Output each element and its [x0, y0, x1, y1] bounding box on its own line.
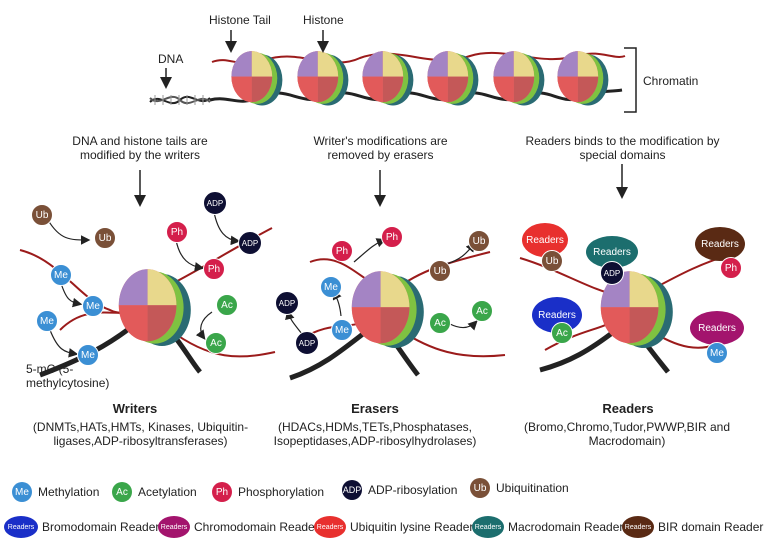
legend-bromodomain: Readers Bromodomain Reader [4, 516, 159, 538]
erasers-me-after: Me [320, 276, 342, 298]
ph-icon: Ph [212, 482, 232, 502]
erasers-ph-before: Ph [331, 240, 353, 262]
erasers-ac-after: Ac [471, 300, 493, 322]
legend-bir-label: BIR domain Reader [658, 520, 764, 534]
readers-chromodomain-oval: Readers [690, 311, 744, 345]
erasers-ph-after: Ph [381, 226, 403, 248]
erasers-ac-before: Ac [429, 312, 451, 334]
legend-acetylation: Ac Acetylation [112, 482, 197, 502]
erasers-adp-before: ADP [295, 331, 319, 355]
legend-adp-label: ADP-ribosylation [368, 483, 458, 497]
readers-me-mark: Me [706, 342, 728, 364]
erasers-desc: (HDACs,HDMs,TETs,Phosphatases, Isopeptid… [273, 420, 477, 448]
readers-caption: Readers binds to the modification by spe… [525, 134, 720, 162]
ac-icon: Ac [112, 482, 132, 502]
ub-icon: Ub [470, 478, 490, 498]
readers-title: Readers [602, 401, 654, 416]
bir-reader-icon: Readers [622, 516, 654, 538]
writers-title: Writers [112, 401, 158, 416]
readers-bir-oval: Readers [695, 227, 745, 261]
writers-me-after: Me [82, 295, 104, 317]
legend-bromodomain-label: Bromodomain Reader [42, 520, 160, 534]
legend-methylation-label: Methylation [38, 485, 100, 499]
bromodomain-reader-icon: Readers [4, 516, 38, 538]
writers-adp-before: ADP [203, 191, 227, 215]
writers-ac-before: Ac [216, 294, 238, 316]
legend-macrodomain-label: Macrodomain Reader [508, 520, 624, 534]
legend-phosphorylation-label: Phosphorylation [238, 485, 325, 499]
legend-ubiquitin-lysine-label: Ubiquitin lysine Reader [350, 520, 474, 534]
writers-ub-after: Ub [94, 227, 116, 249]
chromatin-label: Chromatin [643, 74, 699, 88]
writers-me-before: Me [50, 264, 72, 286]
readers-ph-mark: Ph [720, 257, 742, 279]
legend-ubiquitin-lysine: Readers Ubiquitin lysine Reader [314, 516, 473, 538]
erasers-ub-before: Ub [429, 260, 451, 282]
readers-ac-mark: Ac [551, 322, 573, 344]
writers-adp-after: ADP [238, 231, 262, 255]
writers-dna-me-after: Me [77, 344, 99, 366]
legend-bir-domain: Readers BIR domain Reader [622, 516, 763, 538]
writers-ph-after: Ph [203, 258, 225, 280]
legend-ubiquitination-label: Ubiquitination [496, 481, 569, 495]
chromodomain-reader-icon: Readers [158, 516, 190, 538]
writers-dna-me-before: Me [36, 310, 58, 332]
legend-chromodomain-label: Chromodomain Reader [194, 520, 319, 534]
ubiquitin-reader-icon: Readers [314, 516, 346, 538]
legend-ubiquitination: Ub Ubiquitination [470, 478, 569, 498]
chromatin-fiber [149, 47, 637, 113]
erasers-ub-after: Ub [468, 230, 490, 252]
histone-label: Histone [303, 13, 344, 27]
histone-tail-label: Histone Tail [209, 13, 271, 27]
writers-caption: DNA and histone tails are modified by th… [72, 134, 208, 162]
erasers-me-before: Me [331, 319, 353, 341]
erasers-title: Erasers [351, 401, 399, 416]
erasers-adp-after: ADP [275, 291, 299, 315]
writers-ph-before: Ph [166, 221, 188, 243]
legend-chromodomain: Readers Chromodomain Reader [158, 516, 319, 538]
writers-desc: (DNMTs,HATs,HMTs, Kinases, Ubiquitin-lig… [32, 420, 249, 448]
me-icon: Me [12, 482, 32, 502]
erasers-caption: Writer's modifications are removed by er… [313, 134, 448, 162]
readers-ub-mark: Ub [541, 250, 563, 272]
macrodomain-reader-icon: Readers [472, 516, 504, 538]
writers-ac-after: Ac [205, 332, 227, 354]
adp-icon: ADP [342, 480, 362, 500]
writers-ub-before: Ub [31, 204, 53, 226]
legend-macrodomain: Readers Macrodomain Reader [472, 516, 623, 538]
readers-nucleosome [519, 251, 741, 374]
5mc-label: 5-mC (5-methylcytosine) [26, 362, 110, 390]
readers-adp-mark: ADP [600, 261, 624, 285]
legend-phosphorylation: Ph Phosphorylation [212, 482, 324, 502]
legend-adp-ribosylation: ADP ADP-ribosylation [342, 480, 457, 500]
dna-label: DNA [158, 52, 184, 66]
legend-methylation: Me Methylation [12, 482, 99, 502]
legend-acetylation-label: Acetylation [138, 485, 197, 499]
readers-desc: (Bromo,Chromo,Tudor,PWWP,BIR and Macrodo… [523, 420, 731, 448]
